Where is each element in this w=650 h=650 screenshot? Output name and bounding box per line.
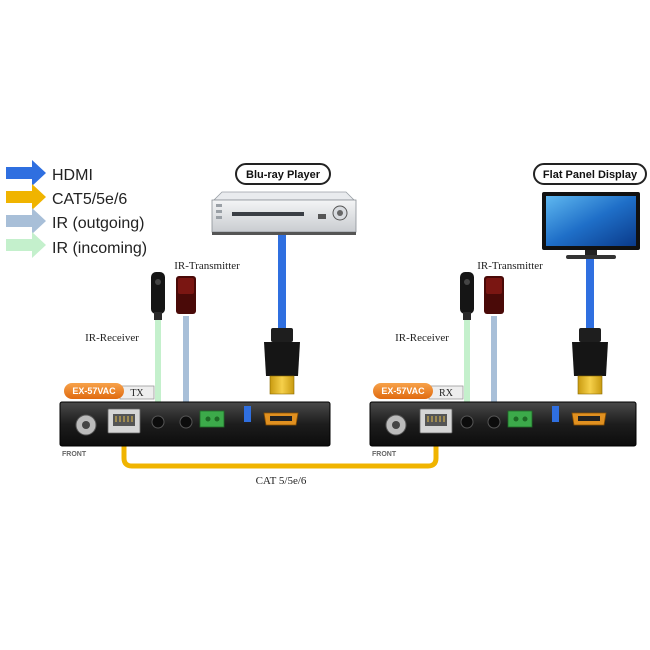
tx-dc-jack-icon (75, 414, 97, 436)
tx-front-label: FRONT (62, 451, 87, 458)
tx-ir-receiver-label: IR-Receiver (85, 332, 139, 344)
display-title-pill (533, 163, 647, 185)
legend: HDMI CAT5/5e/6 IR (outgoing) IR (incomin… (6, 160, 147, 258)
legend-item-cat: CAT5/5e/6 (6, 184, 127, 210)
tx-tag: TX (130, 388, 144, 399)
display-title: Flat Panel Display (543, 169, 638, 181)
tx-hdmi-port-icon (263, 412, 299, 426)
legend-item-ir-incoming: IR (incoming) (6, 232, 147, 258)
blu-ray-player-icon (211, 191, 357, 235)
legend-item-hdmi: HDMI (6, 160, 93, 186)
rx-rj45-port-icon (419, 408, 453, 434)
rx-front-label: FRONT (372, 451, 397, 458)
rx-ir-transmitter-label: IR-Transmitter (477, 260, 543, 272)
rx-ir-receiver-label: IR-Receiver (395, 332, 449, 344)
rx-ir-emitter-icon (484, 276, 504, 314)
rx-ir-in-jack-icon (460, 415, 474, 429)
source-title-pill (235, 163, 331, 185)
legend-label-ir-incoming: IR (incoming) (52, 240, 147, 257)
tx-rj45-port-icon (107, 408, 141, 434)
hdmi-cable-source (278, 235, 286, 335)
rx-dip-switch-icon (552, 406, 559, 422)
blu-ray-player: Blu-ray Player (211, 163, 357, 235)
tx-ir-receiver-eye-icon (151, 272, 165, 320)
rx-model-badge: RX EX-57VAC (373, 383, 464, 400)
tx-ir-receiver-cable (155, 318, 161, 404)
rx-ir-out-jack-icon (487, 415, 501, 429)
rx-ir-receiver-cable (464, 318, 470, 404)
hdmi-plug-source-icon (264, 328, 300, 395)
hdmi-cable-display (586, 259, 594, 335)
rx-ir-transmitter-cable (491, 316, 497, 404)
tx-ir-transmitter-label: IR-Transmitter (174, 260, 240, 272)
legend-label-cat: CAT5/5e/6 (52, 191, 127, 208)
rx-dc-jack-icon (385, 414, 407, 436)
tx-dip-switch-icon (244, 406, 251, 422)
tx-terminal-block-icon (199, 410, 225, 428)
rx-terminal-block-icon (507, 410, 533, 428)
tx-ir-transmitter-cable (183, 316, 189, 404)
tx-model-badge: TX EX-57VAC (64, 383, 155, 400)
hdmi-plug-display-icon (572, 328, 608, 395)
rx-tag: RX (439, 388, 454, 399)
flat-panel-display: Flat Panel Display (533, 163, 647, 259)
legend-label-hdmi: HDMI (52, 167, 93, 184)
rx-model: EX-57VAC (381, 386, 425, 396)
tx-model: EX-57VAC (72, 386, 116, 396)
tx-ir-in-jack-icon (151, 415, 165, 429)
cat-cable (121, 432, 439, 469)
cat-arrow-icon (6, 184, 46, 210)
tx-extender-box (59, 401, 331, 447)
tx-ir-emitter-icon (176, 276, 196, 314)
ir-incoming-arrow-icon (6, 232, 46, 258)
cat-cable-label: CAT 5/5e/6 (256, 475, 307, 487)
rx-hdmi-port-icon (571, 412, 607, 426)
source-title: Blu-ray Player (246, 169, 321, 181)
rx-extender-box (369, 401, 637, 447)
rx-ir-receiver-eye-icon (460, 272, 474, 320)
legend-item-ir-outgoing: IR (outgoing) (6, 208, 145, 234)
tv-icon (542, 192, 640, 259)
tx-ir-out-jack-icon (179, 415, 193, 429)
ir-outgoing-arrow-icon (6, 208, 46, 234)
legend-label-ir-outgoing: IR (outgoing) (52, 215, 145, 232)
hdmi-arrow-icon (6, 160, 46, 186)
